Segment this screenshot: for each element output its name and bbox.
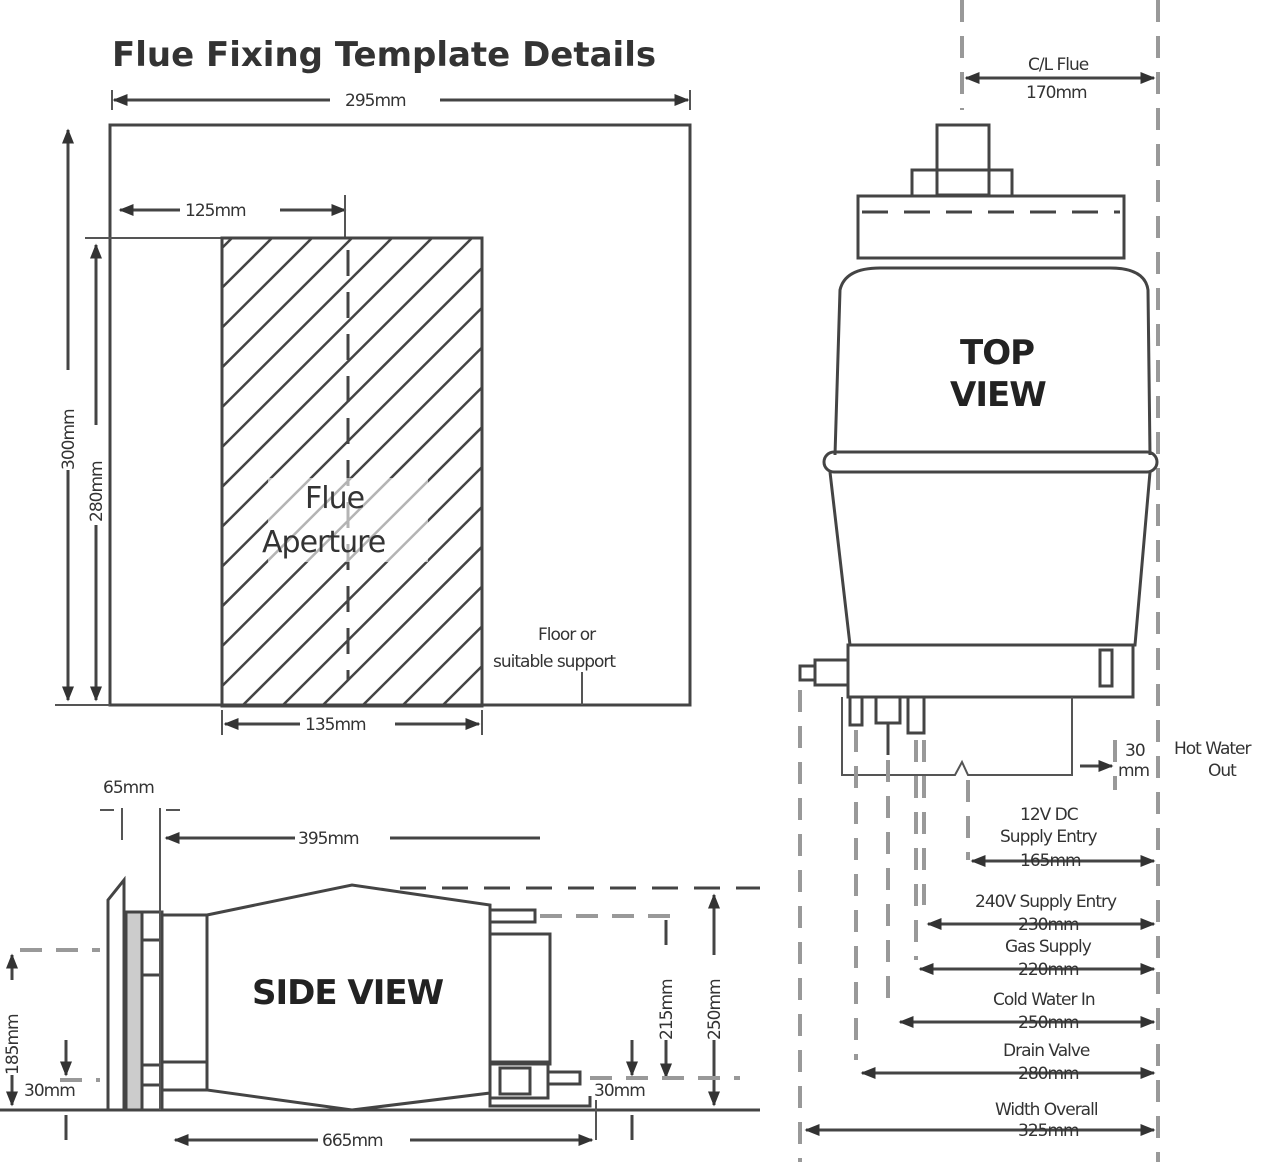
- width-overall-label: Width Overall: [995, 1100, 1098, 1120]
- top-view-label-2: VIEW: [950, 375, 1046, 415]
- floor-label-1: Floor or: [538, 625, 596, 645]
- offset-label: 125mm: [185, 201, 246, 221]
- drain-dim: 280mm: [1018, 1064, 1079, 1084]
- side-30-label: 30mm: [24, 1081, 75, 1101]
- side-view-label: SIDE VIEW: [252, 973, 444, 1013]
- cl-flue-label: C/L Flue: [1028, 55, 1089, 75]
- hatch-line: [222, 238, 313, 330]
- ac-dim: 230mm: [1018, 915, 1079, 935]
- width-overall-dim: 325mm: [1018, 1121, 1079, 1141]
- side-30b-label: 30mm: [594, 1081, 645, 1101]
- hatch-line: [222, 345, 482, 609]
- side-65-label: 65mm: [103, 778, 154, 798]
- template-height-label: 300mm: [59, 409, 79, 470]
- side-395-label: 395mm: [298, 829, 359, 849]
- side-665-label: 665mm: [322, 1131, 383, 1151]
- hatch-line: [361, 584, 482, 706]
- flue-aperture-hatch: [222, 238, 482, 706]
- dc-label-2: Supply Entry: [1000, 827, 1098, 847]
- hot-water-label-2: Out: [1208, 761, 1237, 781]
- dc-label-1: 12V DC: [1020, 805, 1078, 825]
- template-width-label: 295mm: [345, 91, 406, 111]
- hatch-line: [401, 624, 482, 706]
- aperture-height-label: 280mm: [87, 461, 107, 522]
- dc-dim: 165mm: [1020, 851, 1081, 871]
- hatch-line: [281, 505, 482, 706]
- side-view: 65mm 395mm SIDE VIEW 185mm 30mm 215mm 25…: [0, 778, 760, 1151]
- hot-water-dim-1: 30: [1125, 741, 1145, 761]
- drain-label: Drain Valve: [1003, 1041, 1090, 1061]
- hatch-line: [222, 238, 433, 449]
- hatch-line: [222, 385, 482, 649]
- cold-water-label: Cold Water In: [993, 990, 1095, 1010]
- hatch-line: [222, 238, 233, 250]
- hatch-line: [222, 238, 353, 370]
- floor-label-2: suitable support: [493, 652, 616, 672]
- hatch-line: [222, 238, 393, 410]
- aperture-label-2: Aperture: [262, 525, 385, 560]
- cl-flue-dim: 170mm: [1026, 83, 1087, 103]
- hot-water-label-1: Hot Water: [1174, 739, 1252, 759]
- top-view: C/L Flue 170mm TOP VIEW 30 mm Hot Water …: [798, 0, 1253, 1162]
- hatch-line: [241, 465, 482, 706]
- ac-label: 240V Supply Entry: [975, 892, 1117, 912]
- gas-dim: 220mm: [1018, 960, 1079, 980]
- diagram-title: Flue Fixing Template Details: [112, 35, 656, 75]
- side-185-label: 185mm: [3, 1014, 23, 1075]
- cold-water-dim: 250mm: [1018, 1013, 1079, 1033]
- aperture-label-1: Flue: [305, 481, 364, 516]
- hatch-line: [321, 544, 482, 706]
- gas-label: Gas Supply: [1005, 937, 1092, 957]
- hatch-line: [222, 266, 482, 529]
- hatch-line: [222, 238, 473, 489]
- hot-water-dim-2: mm: [1118, 761, 1150, 781]
- hatch-line: [222, 425, 482, 688]
- top-view-label-1: TOP: [960, 333, 1034, 373]
- aperture-width-label: 135mm: [305, 715, 366, 735]
- hatch-line: [222, 305, 482, 569]
- side-215-label: 215mm: [657, 979, 677, 1040]
- flue-aperture: [220, 236, 484, 708]
- side-250-label: 250mm: [705, 979, 725, 1040]
- flue-template: 295mm 125mm 300mm 280mm Flue Aperture Fl…: [55, 90, 692, 735]
